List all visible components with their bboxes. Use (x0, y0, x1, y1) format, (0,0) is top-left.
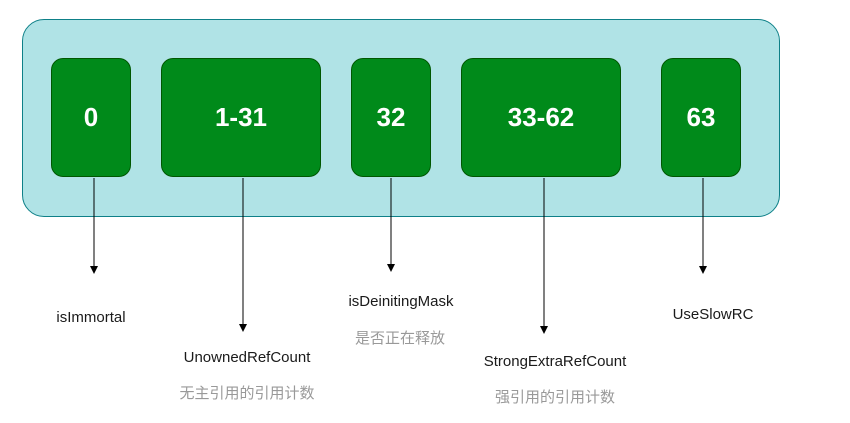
bit-block-32-label: 32 (376, 102, 406, 132)
sublabel-UnownedRefCount: 无主引用的引用计数 (179, 384, 315, 402)
label-isImmortal: isImmortal (56, 309, 126, 326)
label-StrongExtraRefCount: StrongExtraRefCount (483, 353, 627, 370)
bit-block-1-31-label: 1-31 (214, 102, 268, 132)
bit-block-33-62-label: 33-62 (507, 102, 575, 132)
sublabel-isDeinitingMask: 是否正在释放 (354, 329, 446, 347)
bit-block-0-label: 0 (83, 102, 99, 132)
bit-block-33-62: 33-62 (461, 58, 621, 177)
bit-block-32: 32 (351, 58, 431, 177)
bit-block-63-label: 63 (686, 102, 716, 132)
sublabel-StrongExtraRefCount: 强引用的引用计数 (494, 388, 616, 406)
label-isDeinitingMask: isDeinitingMask (348, 293, 454, 310)
bit-block-0: 0 (51, 58, 131, 177)
label-UnownedRefCount: UnownedRefCount (183, 349, 311, 366)
bit-block-63: 63 (661, 58, 741, 177)
label-UseSlowRC: UseSlowRC (672, 306, 754, 323)
bit-block-1-31: 1-31 (161, 58, 321, 177)
